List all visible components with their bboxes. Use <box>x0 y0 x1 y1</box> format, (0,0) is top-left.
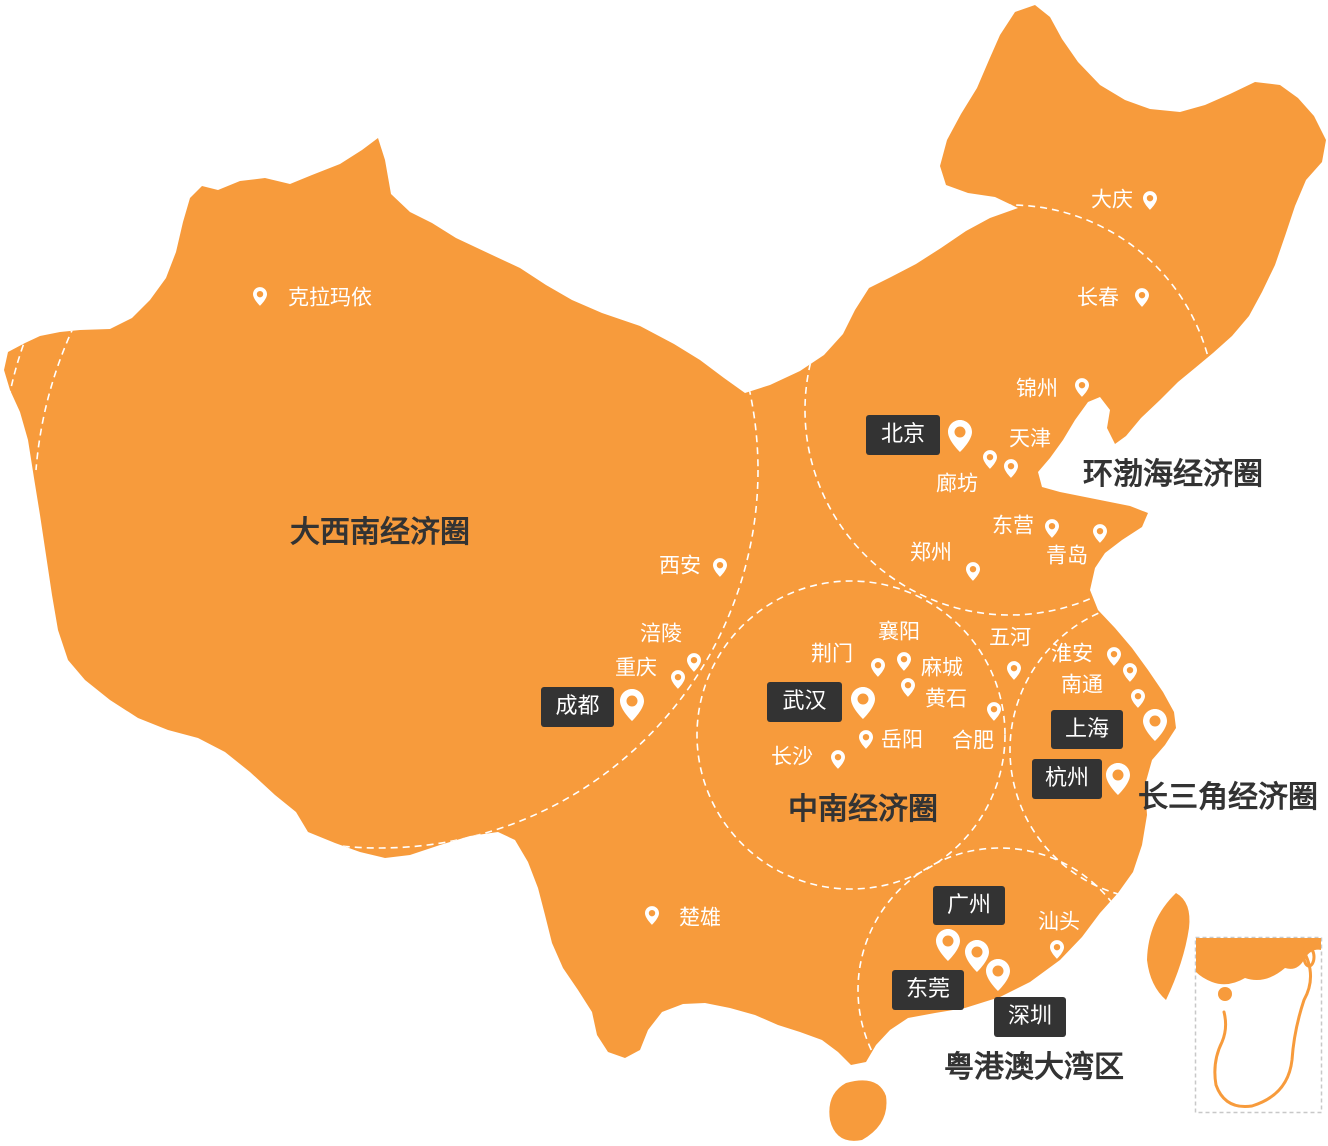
region-label-greater-bay: 粤港澳大湾区 <box>944 1050 1124 1085</box>
hub-label-chengdu: 成都 <box>541 687 614 727</box>
inset-coast-shape <box>1196 938 1321 985</box>
city-label-shantou: 汕头 <box>1038 909 1080 934</box>
city-label-wuhe: 五河 <box>989 625 1031 650</box>
mainland-shape <box>4 5 1326 1065</box>
hub-label-beijing: 北京 <box>866 415 940 455</box>
city-label-huaian: 淮安 <box>1051 641 1093 666</box>
inset-frame <box>1194 936 1323 1114</box>
hub-label-guangzhou: 广州 <box>933 886 1005 925</box>
city-label-karamay: 克拉玛依 <box>288 285 372 310</box>
city-label-changchun: 长春 <box>1077 285 1119 310</box>
city-label-tianjin: 天津 <box>1009 426 1051 451</box>
hainan-island-shape <box>829 1080 887 1141</box>
region-label-central-south: 中南经济圈 <box>788 792 938 827</box>
city-label-xian: 西安 <box>659 553 701 578</box>
region-label-bohai: 环渤海经济圈 <box>1083 457 1263 492</box>
region-label-southwest: 大西南经济圈 <box>290 515 470 550</box>
zone-boundary-west-edge <box>35 325 75 471</box>
hub-label-wuhan: 武汉 <box>767 682 842 722</box>
city-label-qingdao: 青岛 <box>1046 543 1088 568</box>
hub-label-dongguan: 东莞 <box>892 970 964 1010</box>
taiwan-island-shape <box>1147 893 1190 1000</box>
region-label-yangtze-delta: 长三角经济圈 <box>1138 780 1318 815</box>
south-china-sea-inset <box>1194 936 1323 1114</box>
city-label-daqing: 大庆 <box>1091 187 1133 212</box>
hub-label-hangzhou: 杭州 <box>1032 759 1102 799</box>
city-label-fuling: 涪陵 <box>640 621 682 646</box>
inset-sea-boundary-line <box>1213 946 1312 1109</box>
city-label-macheng: 麻城 <box>921 655 963 680</box>
zone-boundary-central-south <box>696 580 1006 890</box>
city-label-langfang: 廊坊 <box>936 471 978 496</box>
city-label-jingmen: 荆门 <box>811 641 853 666</box>
city-label-yueyang: 岳阳 <box>881 727 923 752</box>
city-label-xiangyang: 襄阳 <box>878 619 920 644</box>
city-label-zhengzhou: 郑州 <box>910 540 952 565</box>
inset-hainan-shape <box>1218 987 1232 1001</box>
city-label-jinzhou: 锦州 <box>1016 376 1058 401</box>
hub-label-shenzhen: 深圳 <box>994 997 1066 1037</box>
hub-label-shanghai: 上海 <box>1051 710 1123 749</box>
city-label-nantong: 南通 <box>1061 672 1103 697</box>
city-label-hefei: 合肥 <box>952 728 994 753</box>
inset-taiwan-outline <box>1302 946 1316 968</box>
city-label-chongqing: 重庆 <box>615 655 657 680</box>
city-label-changsha: 长沙 <box>771 744 813 769</box>
city-label-dongying: 东营 <box>992 513 1034 538</box>
city-label-chuxiong: 楚雄 <box>679 905 721 930</box>
city-label-huangshi: 黄石 <box>925 686 967 711</box>
